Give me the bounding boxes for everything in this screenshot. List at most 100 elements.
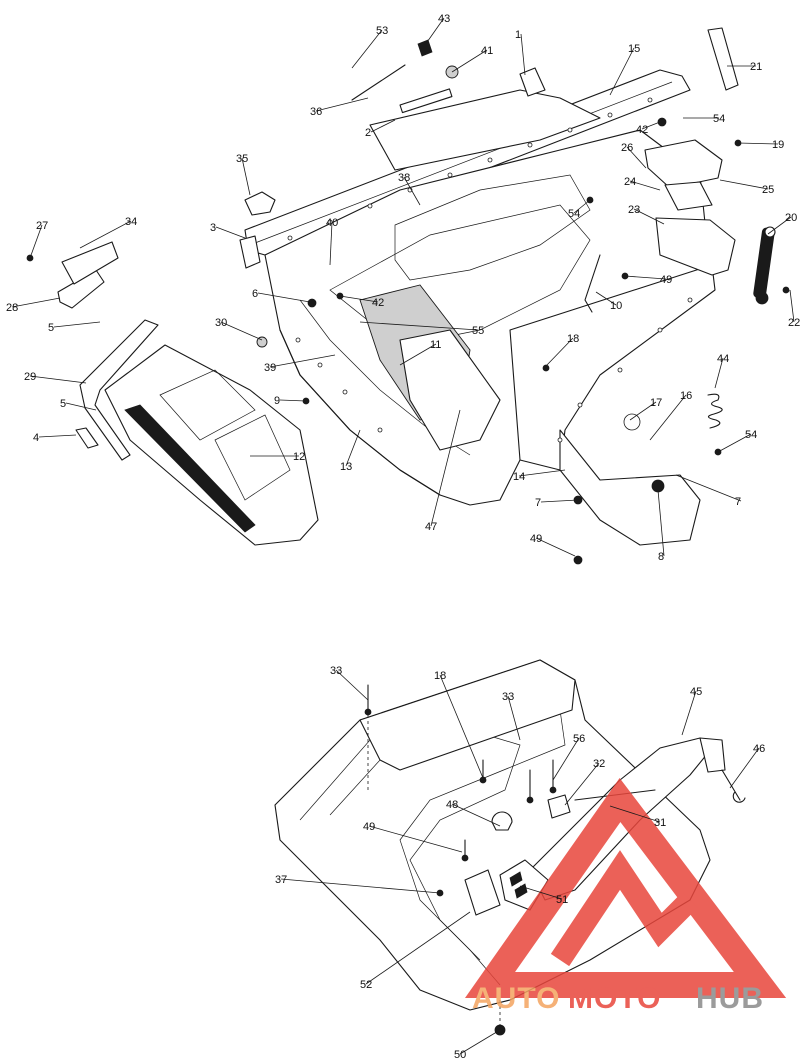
leader-line-51 [519, 885, 563, 900]
leader-line-41 [451, 49, 488, 73]
leader-line-48 [451, 803, 501, 827]
callout-1: 1 [515, 29, 521, 41]
leader-line-25 [719, 179, 769, 190]
leader-line-7 [540, 499, 579, 503]
bracket-35 [244, 191, 276, 216]
callout-42: 42 [372, 297, 384, 309]
upper-assembly [26, 27, 790, 565]
callout-20: 20 [785, 212, 797, 224]
lid-strap-24 [664, 181, 713, 211]
callout-51: 51 [556, 894, 568, 906]
leader-line-29 [29, 375, 87, 384]
pin-36 [351, 64, 406, 101]
watermark-triangle [464, 777, 787, 998]
leader-line-17 [629, 401, 657, 421]
washer-30 [256, 336, 268, 348]
leader-line-34 [79, 220, 132, 249]
watermark-inner-m [550, 850, 698, 967]
leader-line-11 [399, 343, 437, 366]
callout-10: 10 [610, 300, 622, 312]
callout-54: 54 [745, 429, 757, 441]
callout-19: 19 [772, 139, 784, 151]
callout-16: 16 [680, 390, 692, 402]
leader-line-26 [626, 146, 647, 169]
callout-23: 23 [628, 204, 640, 216]
leader-line-54 [717, 433, 752, 453]
callout-12: 12 [293, 451, 305, 463]
leader-line-30 [220, 321, 263, 341]
automotohub-watermark: AUTO MOTO HUB [464, 777, 787, 1015]
callout-30: 30 [215, 317, 227, 329]
callout-24: 24 [624, 176, 636, 188]
callout-54: 54 [713, 113, 725, 125]
callout-42: 42 [636, 124, 648, 136]
callout-55: 55 [472, 325, 484, 337]
leader-line-22 [789, 289, 795, 323]
hitch-pin-46 [721, 769, 746, 803]
bracket-4 [75, 427, 99, 449]
callout-40: 40 [326, 217, 338, 229]
watermark-text-auto: AUTO [472, 982, 560, 1015]
clamp-32 [547, 794, 571, 819]
leader-line-8 [657, 489, 665, 557]
callout-4: 4 [33, 432, 39, 444]
leader-line-55 [359, 321, 479, 331]
center-panel-47 [399, 329, 501, 451]
callout-15: 15 [628, 43, 640, 55]
leader-line-37 [280, 878, 441, 894]
callout-32: 32 [593, 758, 605, 770]
callout-5: 5 [48, 322, 54, 334]
callout-35: 35 [236, 153, 248, 165]
callout-50: 50 [454, 1049, 466, 1061]
watermark-text-hub: HUB [696, 982, 764, 1015]
top-rail-inner [254, 81, 673, 244]
callout-47: 47 [425, 521, 437, 533]
leader-line-39 [269, 354, 336, 368]
bracket-3 [239, 235, 261, 269]
leader-line-52 [365, 911, 471, 985]
callout-28: 28 [6, 302, 18, 314]
callout-44: 44 [717, 353, 729, 365]
leader-line-42 [641, 121, 661, 130]
leader-line-49 [624, 275, 667, 280]
leader-line-47 [430, 409, 461, 527]
callout-46: 46 [753, 743, 765, 755]
leader-line-2 [370, 119, 396, 133]
leader-line-46 [729, 747, 760, 789]
leader-line-16 [649, 394, 687, 441]
callout-45: 45 [690, 686, 702, 698]
leader-line-44 [714, 357, 724, 389]
leader-line-10 [595, 291, 617, 306]
leader-line-50 [459, 1029, 501, 1055]
callout-13: 13 [340, 461, 352, 473]
leader-line-43 [424, 17, 445, 46]
leader-line-54 [573, 199, 591, 214]
leader-line-15 [609, 47, 635, 96]
upper-fasteners [26, 117, 790, 565]
rod-38 [399, 88, 453, 114]
battery-box-23 [655, 217, 736, 276]
bracket-52 [464, 869, 501, 916]
leader-line-23 [633, 208, 665, 225]
callout-18: 18 [567, 333, 579, 345]
platform [359, 659, 576, 771]
bumper-cover-12 [104, 344, 319, 546]
leader-line-49 [535, 537, 576, 557]
leader-line-20 [767, 216, 792, 235]
side-wall-left [279, 329, 441, 496]
callout-14: 14 [513, 471, 525, 483]
rail-holes [287, 97, 693, 443]
leader-line-33 [335, 669, 369, 701]
callout-53: 53 [376, 25, 388, 37]
callout-25: 25 [762, 184, 774, 196]
callout-9: 9 [274, 395, 280, 407]
callout-11: 11 [430, 339, 441, 351]
callout-21: 21 [750, 61, 762, 73]
leader-line-45 [681, 690, 697, 736]
leader-line-7 [675, 474, 742, 502]
leader-line-49 [368, 825, 463, 853]
callout-39: 39 [264, 362, 276, 374]
callout-5: 5 [60, 398, 66, 410]
battery-lid-25 [644, 139, 723, 189]
